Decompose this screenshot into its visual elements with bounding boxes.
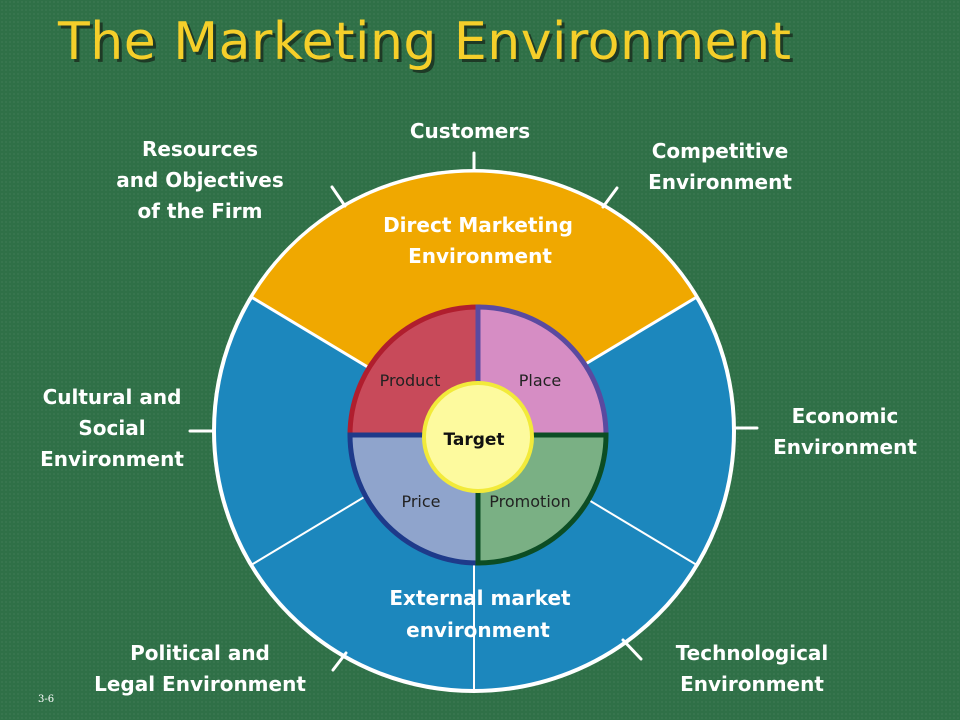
direct-ring-label-line2: Environment [408, 244, 552, 268]
technological-tick [621, 638, 643, 661]
product-label: Product [380, 371, 441, 390]
slide-number: 3-6 [38, 694, 55, 705]
place-label: Place [519, 371, 562, 390]
competitive-tick [601, 186, 619, 209]
economic-environment-label: Economic Environment [773, 404, 917, 459]
external-ring-label-line1: External market [389, 586, 571, 610]
page-title: The Marketing Environment [58, 12, 792, 72]
customers-label: Customers [409, 119, 531, 143]
direct-ring-label-line1: Direct Marketing [383, 213, 573, 237]
target-circle [422, 381, 534, 493]
promotion-label: Promotion [489, 492, 570, 511]
target-label: Target [443, 430, 504, 450]
resources-tick [330, 185, 347, 208]
cultural-social-label: Cultural and Social Environment [40, 385, 184, 471]
resources-objectives-label: Resources and Objectives of the Firm [116, 137, 284, 223]
external-ring-label-line2: environment [406, 618, 550, 642]
price-label: Price [401, 492, 440, 511]
political-legal-label: Political and Legal Environment [94, 641, 306, 696]
connector-ticks [188, 151, 759, 672]
competitive-environment-label: Competitive Environment [648, 139, 792, 194]
political-tick [331, 651, 348, 672]
technological-environment-label: Technological Environment [675, 641, 829, 696]
